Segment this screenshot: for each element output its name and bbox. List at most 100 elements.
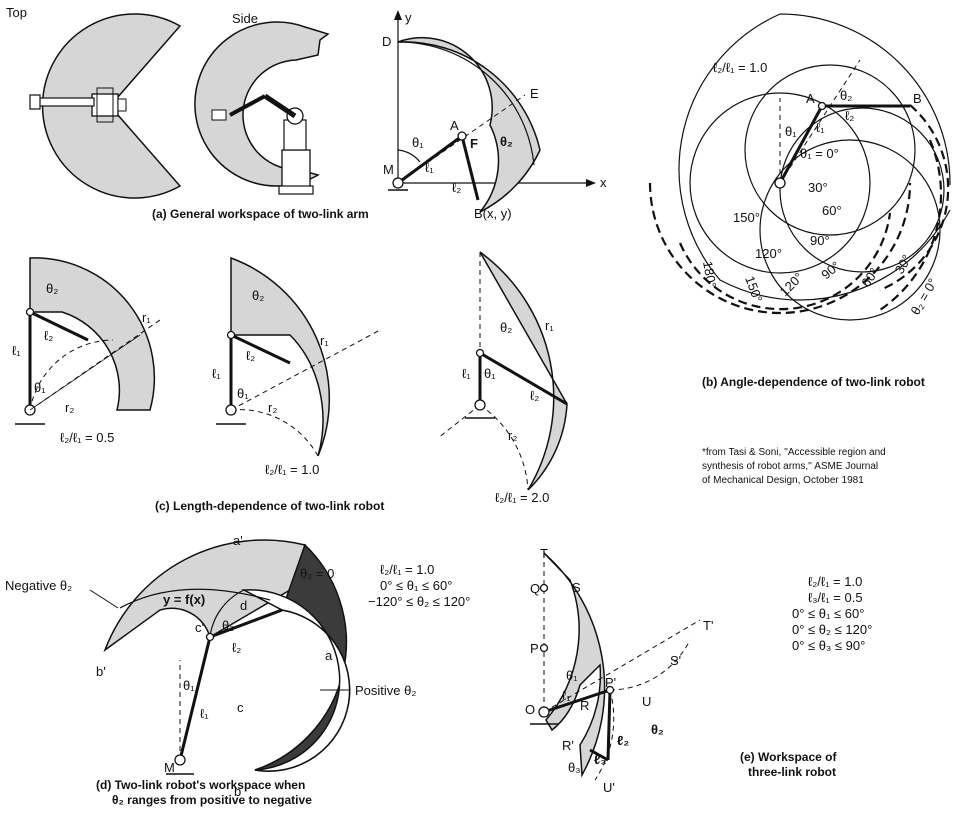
theta1-e: θ₁ xyxy=(566,668,578,683)
theta1-d: θ₁ xyxy=(183,678,195,693)
point-b1: b' xyxy=(96,664,106,679)
angle-label-60a: 60° xyxy=(822,203,842,218)
c1-theta2: θ₂ xyxy=(46,281,58,296)
dashed-line-E xyxy=(397,94,526,184)
link-l1 xyxy=(397,134,463,185)
angle-label-120b: 120° xyxy=(777,270,807,300)
point-c: c xyxy=(237,700,244,715)
negative-label: Negative θ₂ xyxy=(5,578,72,593)
x-axis-label: x xyxy=(600,175,607,190)
diagram-c1: θ₂ ℓ₂ ℓ₁ θ₁ r₂ r₁ ℓ₂/ℓ₁ = 0.5 xyxy=(12,257,161,445)
point-P: P xyxy=(530,641,539,656)
point-E: E xyxy=(530,86,539,101)
point-c1: c' xyxy=(195,620,204,635)
c3-theta2: θ₂ xyxy=(500,320,512,335)
point-b: b xyxy=(234,784,241,799)
curve-yfx xyxy=(119,588,271,609)
l1-e: ℓ₁ xyxy=(562,688,571,703)
point-U: U xyxy=(642,694,651,709)
theta1-label: θ₁ xyxy=(412,135,424,150)
theta2-zero: θ₂ = 0° xyxy=(908,276,941,318)
cond-e-4: 0° ≤ θ₂ ≤ 120° xyxy=(792,622,872,637)
c1-theta1: θ₁ xyxy=(34,380,46,395)
point-M-d: M xyxy=(164,760,175,775)
theta2-label: θ₂ xyxy=(500,134,513,149)
ratio-b: ℓ₂/ℓ₁ = 1.0 xyxy=(713,60,767,75)
point-P1: P' xyxy=(605,675,616,690)
c2-theta2: θ₂ xyxy=(252,288,264,303)
caption-e-1: (e) Workspace of xyxy=(740,750,837,764)
l1-label: ℓ₁ xyxy=(425,160,434,175)
c3-ratio: ℓ₂/ℓ₁ = 2.0 xyxy=(495,490,549,505)
panel-e: T Q S P O T' S' P' U R R' U' θ₁ θ₂ θ₃ ℓ₁… xyxy=(525,546,872,795)
workspace-shaded xyxy=(397,37,541,213)
angle-label-150a: 150° xyxy=(733,210,760,225)
point-T1: T' xyxy=(703,618,713,633)
point-F: F xyxy=(470,136,478,151)
c2-l2: ℓ₂ xyxy=(246,348,255,363)
theta3-e: θ₃ xyxy=(568,760,581,775)
point-Q: Q xyxy=(530,581,540,596)
angle-label-30a: 30° xyxy=(808,180,828,195)
side-label: Side xyxy=(232,11,258,26)
point-A-b: A xyxy=(806,91,815,106)
c2-theta1: θ₁ xyxy=(237,386,249,401)
link-l1-b xyxy=(778,105,824,184)
point-d: d xyxy=(240,598,247,613)
cond-d-2: 0° ≤ θ₁ ≤ 60° xyxy=(380,578,452,593)
source-note-2: synthesis of robot arms,'' ASME Journal xyxy=(702,461,878,472)
side-view-robot xyxy=(211,93,314,195)
source-note-3: of Mechanical Design, October 1981 xyxy=(702,475,864,486)
point-T: T xyxy=(540,546,548,561)
c3-theta1: θ₁ xyxy=(484,366,496,381)
caption-d-2: θ₂ ranges from positive to negative xyxy=(112,793,312,807)
panel-d: Negative θ₂ Positive θ₂ θ₂ = 0 y = f(x) … xyxy=(5,533,470,807)
diagram-c3: θ₂ ℓ₂ ℓ₁ θ₁ r₂ r₁ ℓ₂/ℓ₁ = 2.0 xyxy=(437,251,568,505)
c3-r2: r₂ xyxy=(508,428,517,443)
theta2-zero-d: θ₂ = 0 xyxy=(300,566,334,581)
c3-l1: ℓ₁ xyxy=(462,366,471,381)
theta1-zero: θ₁ = 0° xyxy=(800,146,839,161)
point-B-b: B xyxy=(913,91,922,106)
top-view-robot xyxy=(29,87,127,123)
point-S: S xyxy=(572,580,581,595)
theta2-b: θ₂ xyxy=(840,88,852,103)
caption-c: (c) Length-dependence of two-link robot xyxy=(155,499,384,513)
angle-label-150b: 150° xyxy=(742,274,765,304)
c1-l1: ℓ₁ xyxy=(12,343,21,358)
cond-e-5: 0° ≤ θ₃ ≤ 90° xyxy=(792,638,865,653)
c2-l1: ℓ₁ xyxy=(212,366,221,381)
c1-ratio: ℓ₂/ℓ₁ = 0.5 xyxy=(60,430,114,445)
c2-r2: r₂ xyxy=(268,400,277,415)
outer-arc xyxy=(779,13,951,186)
point-A: A xyxy=(450,118,459,133)
top-label: Top xyxy=(6,5,27,20)
theta2-e: θ₂ xyxy=(651,722,664,737)
positive-label: Positive θ₂ xyxy=(355,683,416,698)
diagram-c2: θ₂ ℓ₂ ℓ₁ θ₁ r₂ r₁ ℓ₂/ℓ₁ = 1.0 xyxy=(212,256,381,477)
c2-r1: r₁ xyxy=(320,333,329,348)
cond-e-2: ℓ₃/ℓ₁ = 0.5 xyxy=(808,590,863,605)
caption-e-2: three-link robot xyxy=(748,765,836,779)
point-R1: R' xyxy=(562,738,574,753)
caption-d-1: (d) Two-link robot's workspace when xyxy=(96,778,305,792)
dashed-ray xyxy=(779,59,861,184)
panel-b: ℓ₂/ℓ₁ = 1.0 A B θ₁ θ₂ ℓ₁ ℓ₂ θ₁ = 0° 30° … xyxy=(648,13,951,486)
point-M: M xyxy=(383,162,394,177)
point-a1: a' xyxy=(233,533,243,548)
point-R: R xyxy=(580,698,589,713)
source-note-1: *from Tasi & Soni, ''Accessible region a… xyxy=(702,447,886,458)
caption-a: (a) General workspace of two-link arm xyxy=(152,207,369,221)
curve-label: y = f(x) xyxy=(163,592,205,607)
l1-b: ℓ₁ xyxy=(816,120,825,135)
c3-r1: r₁ xyxy=(545,318,554,333)
link-l2 xyxy=(460,135,480,201)
point-S1: S' xyxy=(670,653,681,668)
workspace-outer-arc xyxy=(397,41,535,166)
caption-b: (b) Angle-dependence of two-link robot xyxy=(702,375,925,389)
panel-c: θ₂ ℓ₂ ℓ₁ θ₁ r₂ r₁ ℓ₂/ℓ₁ = 0.5 θ₂ ℓ₂ ℓ₁ θ… xyxy=(12,251,568,513)
c1-r1: r₁ xyxy=(142,310,151,325)
angle-label-120a: 120° xyxy=(755,246,782,261)
c2-ratio: ℓ₂/ℓ₁ = 1.0 xyxy=(265,462,319,477)
